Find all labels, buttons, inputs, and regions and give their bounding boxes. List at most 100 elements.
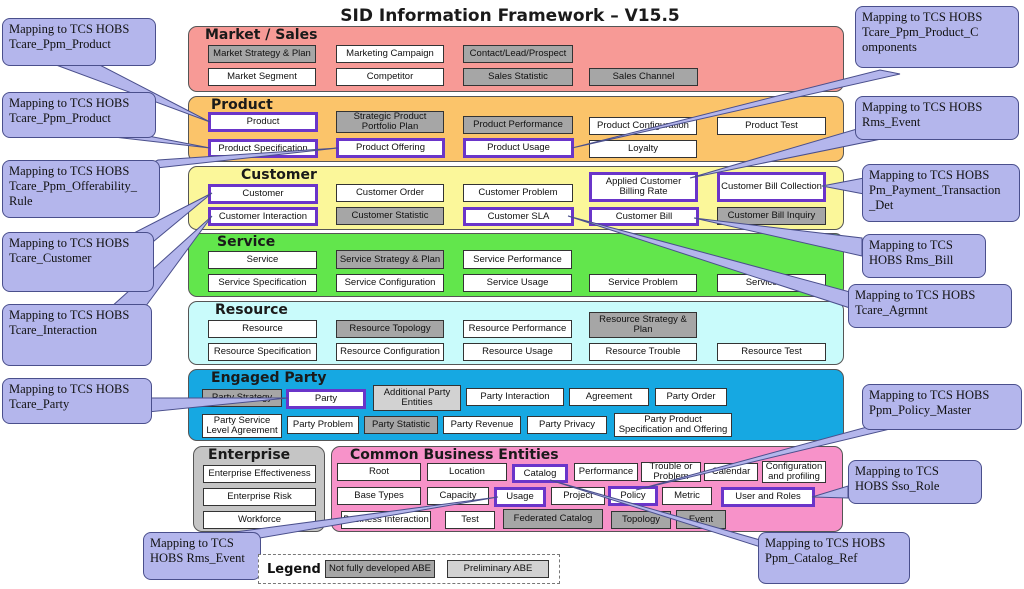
abe-party-service-level-agreement: Party Service Level Agreement xyxy=(202,414,282,438)
domain-title: Engaged Party xyxy=(211,370,327,386)
abe-customer-interaction: Customer Interaction xyxy=(208,207,318,226)
abe-resource-test: Resource Test xyxy=(717,343,826,361)
pointer-rms-bill xyxy=(693,217,863,257)
abe-resource: Resource xyxy=(208,320,317,338)
abe-party: Party xyxy=(286,389,366,409)
abe-market-segment: Market Segment xyxy=(208,68,316,86)
legend-preliminary: Preliminary ABE xyxy=(447,560,549,578)
domain-title: Product xyxy=(211,97,273,113)
pointer-payment-transaction xyxy=(821,177,865,195)
abe-customer-problem: Customer Problem xyxy=(463,184,573,202)
abe-agreement: Agreement xyxy=(569,388,649,406)
pointer-offerability-rule xyxy=(137,147,339,171)
abe-metric: Metric xyxy=(662,487,712,505)
callout-tcare-customer: Mapping to TCS HOBS Tcare_Customer xyxy=(2,232,154,292)
callout-tcare-party: Mapping to TCS HOBS Tcare_Party xyxy=(2,378,152,424)
abe-contact-lead-prospect: Contact/Lead/Prospect xyxy=(463,45,573,63)
abe-service-usage: Service Usage xyxy=(463,274,572,292)
abe-resource-trouble: Resource Trouble xyxy=(589,343,697,361)
abe-sales-statistic: Sales Statistic xyxy=(463,68,573,86)
abe-topology: Topology xyxy=(611,511,671,529)
abe-applied-customer-billing-rate: Applied Customer Billing Rate xyxy=(589,172,698,202)
abe-party-order: Party Order xyxy=(655,388,727,406)
pointer-rms-event-bottom xyxy=(219,496,499,541)
abe-resource-configuration: Resource Configuration xyxy=(336,343,444,361)
abe-location: Location xyxy=(427,463,507,481)
abe-loyalty: Loyalty xyxy=(589,140,697,158)
abe-party-problem: Party Problem xyxy=(287,416,359,434)
abe-enterprise-risk: Enterprise Risk xyxy=(203,488,316,506)
abe-product-performance: Product Performance xyxy=(463,116,573,134)
callout-rms-bill: Mapping to TCS HOBS Rms_Bill xyxy=(862,234,986,278)
abe-party-statistic: Party Statistic xyxy=(364,416,438,434)
abe-customer-sla: Customer SLA xyxy=(463,207,574,226)
diagram-title: SID Information Framework – V15.5 xyxy=(340,6,680,26)
pointer-catalog-ref xyxy=(549,479,771,551)
abe-resource-performance: Resource Performance xyxy=(463,320,572,338)
abe-party-product-specification-offering: Party Product Specification and Offering xyxy=(614,413,732,437)
abe-customer-bill-collection: Customer Bill Collection xyxy=(717,172,826,202)
callout-product-components: Mapping to TCS HOBS Tcare_Ppm_Product_C … xyxy=(855,6,1019,68)
callout-sso-role: Mapping to TCS HOBS Sso_Role xyxy=(848,460,982,504)
callout-payment-transaction: Mapping to TCS HOBS Pm_Payment_Transacti… xyxy=(862,164,1020,222)
abe-service-configuration: Service Configuration xyxy=(336,274,444,292)
abe-performance: Performance xyxy=(574,463,638,481)
abe-federated-catalog: Federated Catalog xyxy=(503,509,603,529)
domain-title: Enterprise xyxy=(208,447,291,463)
callout-tcare-interaction: Mapping to TCS HOBS Tcare_Interaction xyxy=(2,304,152,366)
abe-party-privacy: Party Privacy xyxy=(527,416,607,434)
abe-additional-party-entities: Additional Party Entities xyxy=(373,385,461,411)
abe-resource-specification: Resource Specification xyxy=(208,343,317,361)
abe-resource-usage: Resource Usage xyxy=(463,343,572,361)
callout-tcare-ppm-product-2: Mapping to TCS HOBS Tcare_Ppm_Product xyxy=(2,92,156,138)
legend-label: Legend xyxy=(267,562,321,577)
abe-user-and-roles: User and Roles xyxy=(721,487,815,507)
abe-base-types: Base Types xyxy=(337,487,421,505)
abe-product-test: Product Test xyxy=(717,117,826,135)
callout-rms-event-top: Mapping to TCS HOBS Rms_Event xyxy=(855,96,1019,140)
abe-service: Service xyxy=(208,251,317,269)
domain-title: Customer xyxy=(241,167,317,183)
abe-enterprise-effectiveness: Enterprise Effectiveness xyxy=(203,465,316,483)
abe-product: Product xyxy=(208,112,318,132)
abe-service-performance: Service Performance xyxy=(463,250,572,269)
abe-strategic-product-portfolio-plan: Strategic Product Portfolio Plan xyxy=(336,111,444,133)
abe-configuration-and-profiling: Configuration and profiling xyxy=(762,461,826,483)
callout-tcare-agrmnt: Mapping to TCS HOBS Tcare_Agrmnt xyxy=(848,284,1012,328)
abe-resource-topology: Resource Topology xyxy=(336,320,444,338)
abe-resource-strategy-plan: Resource Strategy & Plan xyxy=(589,312,697,338)
abe-test: Test xyxy=(445,511,495,529)
pointer-sso-role xyxy=(811,485,849,499)
callout-tcare-ppm-product-1: Mapping to TCS HOBS Tcare_Ppm_Product xyxy=(2,18,156,66)
abe-catalog: Catalog xyxy=(512,464,568,483)
domain-title: Service xyxy=(217,234,276,250)
abe-sales-channel: Sales Channel xyxy=(589,68,698,86)
abe-customer-bill-inquiry: Customer Bill Inquiry xyxy=(717,207,826,225)
abe-product-configuration: Product Configuration xyxy=(589,117,697,135)
domain-title: Resource xyxy=(215,302,288,318)
domain-title: Common Business Entities xyxy=(350,447,559,463)
abe-service-specification: Service Specification xyxy=(208,274,317,292)
abe-customer-order: Customer Order xyxy=(336,184,444,202)
callout-policy-master: Mapping to TCS HOBS Ppm_Policy_Master xyxy=(862,384,1022,430)
pointer-product-components xyxy=(571,69,901,149)
abe-marketing-campaign: Marketing Campaign xyxy=(336,45,444,63)
callout-offerability-rule: Mapping to TCS HOBS Tcare_Ppm_Offerabili… xyxy=(2,160,160,218)
abe-competitor: Competitor xyxy=(336,68,444,86)
pointer-tcare-agrmnt xyxy=(567,215,851,309)
abe-market-strategy-plan: Market Strategy & Plan xyxy=(208,45,316,63)
legend-not-fully-developed: Not fully developed ABE xyxy=(325,560,435,578)
abe-root: Root xyxy=(337,463,421,481)
abe-customer-bill: Customer Bill xyxy=(589,207,699,226)
pointer-tcare-party xyxy=(147,397,289,413)
abe-customer-statistic: Customer Statistic xyxy=(336,207,444,225)
legend: Legend Not fully developed ABE Prelimina… xyxy=(258,554,560,584)
abe-service-strategy-plan: Service Strategy & Plan xyxy=(336,250,444,269)
abe-service-problem: Service Problem xyxy=(589,274,697,292)
callout-rms-event-bottom: Mapping to TCS HOBS Rms_Event xyxy=(143,532,261,580)
callout-catalog-ref: Mapping to TCS HOBS Ppm_Catalog_Ref xyxy=(758,532,910,584)
domain-title: Market / Sales xyxy=(205,27,318,43)
abe-party-revenue: Party Revenue xyxy=(443,416,521,434)
